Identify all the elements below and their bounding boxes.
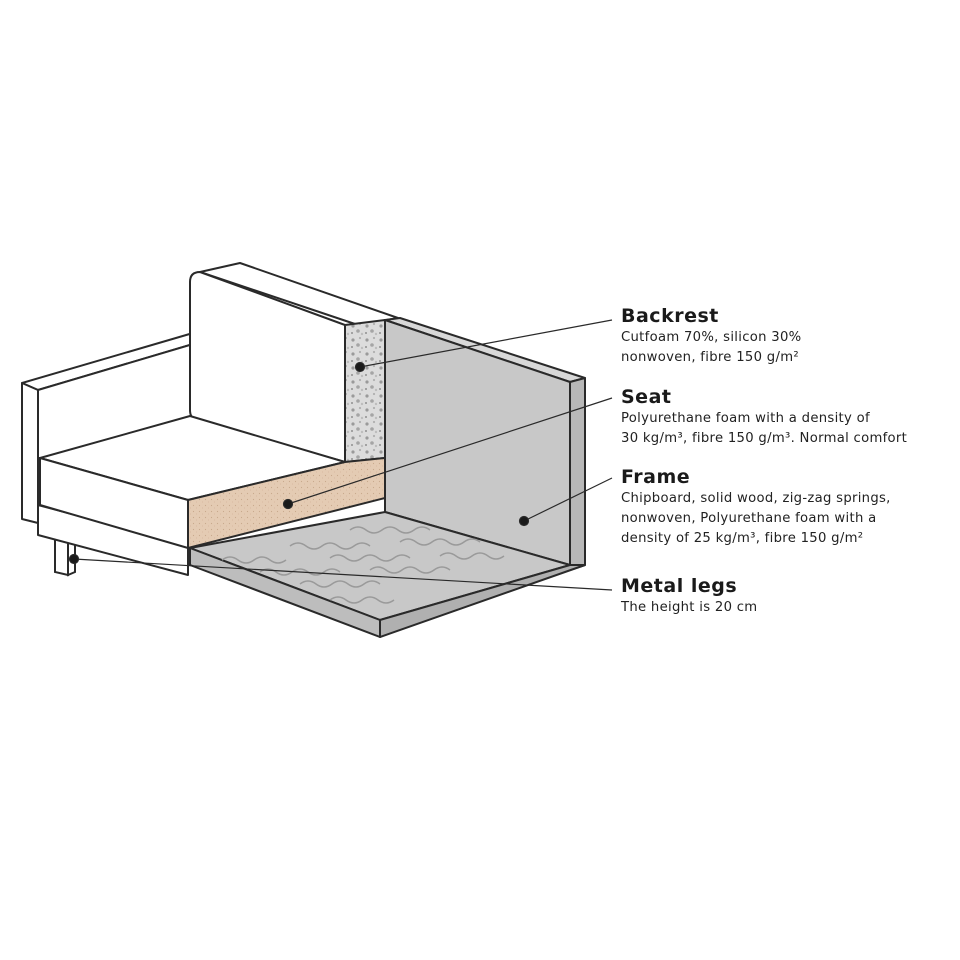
leader-seat-dot	[282, 498, 294, 510]
leader-backrest	[359, 319, 613, 368]
leader-frame-dot	[518, 515, 530, 527]
callout-backrest-line1: Cutfoam 70%, silicon 30%	[621, 330, 802, 345]
callout-metal-legs: Metal legs The height is 20 cm	[621, 574, 951, 618]
callout-legs-line1: The height is 20 cm	[621, 600, 758, 615]
callout-legs-title: Metal legs	[621, 575, 738, 597]
leader-lines	[68, 319, 613, 591]
backrest-foam-section	[344, 319, 386, 463]
callout-frame-line3: density of 25 kg/m³, fibre 150 g/m²	[621, 531, 864, 546]
leader-legs	[73, 558, 613, 591]
leader-frame	[523, 477, 613, 522]
callout-backrest: Backrest Cutfoam 70%, silicon 30% nonwov…	[621, 304, 951, 368]
leader-backrest-dot	[354, 361, 366, 373]
leader-seat	[287, 397, 613, 505]
callout-frame-title: Frame	[621, 466, 691, 488]
zig-zag-springs	[221, 526, 505, 604]
callout-seat-title: Seat	[621, 386, 672, 408]
callout-backrest-title: Backrest	[621, 305, 719, 327]
callout-frame-line2: nonwoven, Polyurethane foam with a	[621, 511, 877, 526]
callout-seat-line2: 30 kg/m³, fibre 150 g/m³. Normal comfort	[621, 431, 908, 446]
callout-frame: Frame Chipboard, solid wood, zig-zag spr…	[621, 465, 951, 549]
callout-seat-line1: Polyurethane foam with a density of	[621, 411, 870, 426]
callout-frame-line1: Chipboard, solid wood, zig-zag springs,	[621, 491, 891, 506]
callout-seat: Seat Polyurethane foam with a density of…	[621, 385, 951, 449]
leader-legs-dot	[68, 553, 80, 565]
callout-backrest-line2: nonwoven, fibre 150 g/m²	[621, 350, 799, 365]
backrest-cushion	[189, 262, 399, 463]
